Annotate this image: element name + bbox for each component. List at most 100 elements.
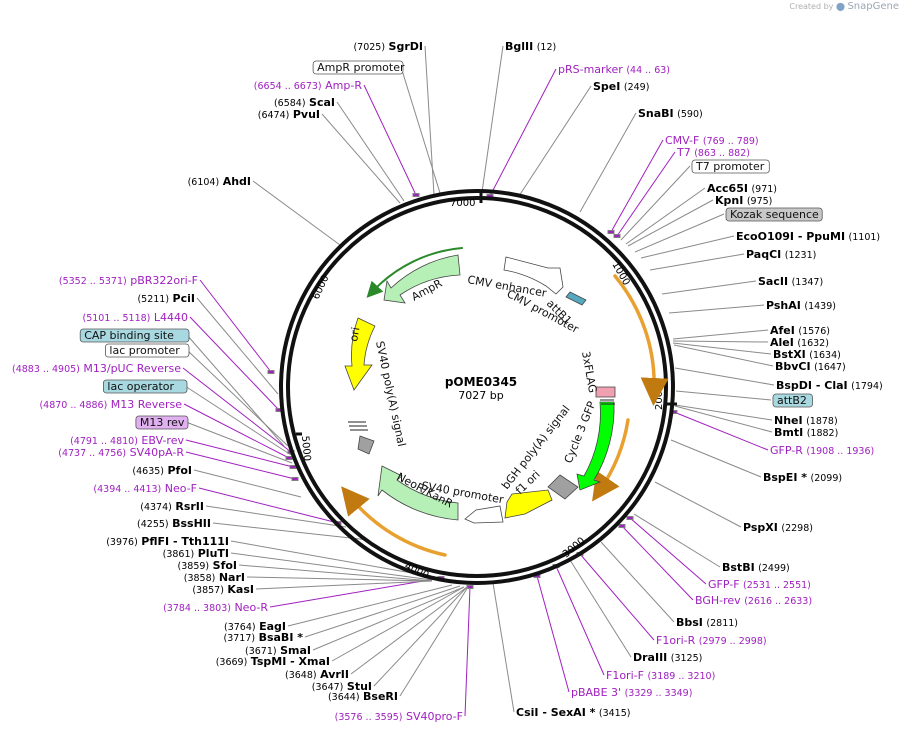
tag-box xyxy=(79,328,190,343)
site-spei: SpeI (249) xyxy=(593,80,649,93)
leader-line xyxy=(536,575,570,693)
feature-label-ori: ori xyxy=(347,326,362,342)
label-name: pBABE 3' xyxy=(571,686,621,699)
label-text: EcoO109I - PpuMI (1101) xyxy=(736,230,880,243)
tag-box xyxy=(725,207,823,222)
site-pspxi: PspXI (2298) xyxy=(743,521,813,534)
leader-line xyxy=(212,522,370,541)
label-text: (3671) SmaI xyxy=(245,644,311,657)
primer-cmv-f: CMV-F (769 .. 789) xyxy=(665,134,759,147)
plasmid-length: 7027 bp xyxy=(458,389,503,402)
primer-gfp-f: GFP-F (2531 .. 2551) xyxy=(708,578,811,591)
leader-line xyxy=(673,411,769,451)
primer-mark xyxy=(613,234,621,238)
leader-line xyxy=(633,513,721,568)
feature-label-sv40-polya: SV40 poly(A) signal xyxy=(373,340,408,448)
feature-ampr-arrow xyxy=(383,254,461,304)
label-text: (7025) SgrDI xyxy=(353,40,423,53)
site-pshai: PshAI (1439) xyxy=(766,299,836,312)
label-name: M13 Reverse xyxy=(111,398,182,411)
label-position: (6474) xyxy=(258,110,290,121)
label-name: PspXI xyxy=(743,521,778,534)
label-position: (1882) xyxy=(807,428,839,439)
site-bspei: BspEI * (2099) xyxy=(763,471,842,484)
feature-tag-lac-operator: lac operator xyxy=(103,379,188,394)
primer-mark xyxy=(626,516,634,520)
leader-line xyxy=(185,439,294,468)
label-position: (3125) xyxy=(671,653,703,664)
site-pvui: (6474) PvuI xyxy=(258,108,320,121)
label-name: AleI xyxy=(770,336,794,349)
tag-box xyxy=(772,393,813,408)
label-name-2: - PpuMI xyxy=(794,230,845,243)
tag-box xyxy=(135,415,189,430)
label-text: (6584) ScaI xyxy=(274,96,335,109)
leader-line xyxy=(193,469,302,498)
snapgene-logo-icon: ⬤ xyxy=(835,2,845,11)
tag-box xyxy=(691,159,770,174)
label-name: NheI xyxy=(774,414,803,427)
label-name-2: - Tth111I xyxy=(169,535,229,548)
feature-cmv-enhancer-arrow xyxy=(503,256,564,295)
orf-arcs xyxy=(341,247,669,557)
label-position: (1908 .. 1936) xyxy=(806,446,874,457)
label-name: KasI xyxy=(227,583,254,596)
label-text: GFP-R (1908 .. 1936) xyxy=(770,444,874,457)
label-position: (6104) xyxy=(188,177,220,188)
label-name: Acc65I xyxy=(707,182,748,195)
leader-line xyxy=(230,552,433,581)
label-text: (5101 .. 5118) L4440 xyxy=(83,311,188,324)
feature-label-3xflag: 3xFLAG xyxy=(579,350,599,394)
label-text: pRS-marker (44 .. 63) xyxy=(558,63,670,76)
label-position: (863 .. 882) xyxy=(694,148,750,159)
leader-line xyxy=(616,151,676,237)
tag-label: T7 promoter xyxy=(695,160,765,173)
leader-line xyxy=(668,304,765,314)
label-name: SpeI xyxy=(593,80,620,93)
label-text: (6654 .. 6673) Amp-R xyxy=(254,79,363,92)
label-name: BGH-rev xyxy=(695,594,741,607)
label-text: (4394 .. 4413) Neo-F xyxy=(93,482,197,495)
orf-arc-3 xyxy=(341,486,447,557)
primer-mark xyxy=(607,230,615,234)
label-name: EagI xyxy=(259,620,286,633)
tag-label: lac operator xyxy=(107,380,174,393)
leader-line xyxy=(246,576,433,582)
label-name: pRS-marker xyxy=(558,63,623,76)
primer-neo-r: (3784 .. 3803) Neo-R xyxy=(163,601,268,614)
label-name: T7 xyxy=(676,146,691,159)
leader-line xyxy=(184,385,292,456)
leader-line xyxy=(331,586,465,662)
label-name: PaqCI xyxy=(746,248,781,261)
leader-line xyxy=(230,540,424,576)
label-name: AhdI xyxy=(223,175,251,188)
label-text: KpnI (975) xyxy=(715,194,772,207)
label-position: (4635) xyxy=(132,466,164,477)
label-position: (3669) xyxy=(216,657,248,668)
plasmid-title-group: pOME0345 7027 bp xyxy=(445,375,517,402)
label-text: F1ori-F (3189 .. 3210) xyxy=(606,669,715,682)
label-text: (4883 .. 4905) M13/pUC Reverse xyxy=(12,362,181,375)
label-text: (3648) AvrII xyxy=(285,668,349,681)
site-afei: AfeI (1576) xyxy=(770,324,830,337)
label-position: (4374) xyxy=(140,502,172,513)
label-name: Neo-F xyxy=(165,482,197,495)
label-name: Amp-R xyxy=(325,79,362,92)
label-position: (3784 .. 3803) xyxy=(163,603,231,614)
label-position: (1794) xyxy=(851,381,883,392)
label-name: PshAI xyxy=(766,299,801,312)
site-csii: CsiI - SexAI * (3415) xyxy=(516,706,630,719)
label-text: (4870 .. 4886) M13 Reverse xyxy=(39,398,182,411)
leader-line xyxy=(336,101,405,202)
leader-line xyxy=(464,586,471,717)
site-bbvci: BbvCI (1647) xyxy=(775,360,846,373)
label-text: PspXI (2298) xyxy=(743,521,813,534)
label-text: (3784 .. 3803) Neo-R xyxy=(163,601,268,614)
primer-mark xyxy=(267,370,275,374)
site-ahdi: (6104) AhdI xyxy=(188,175,251,188)
label-position: (2616 .. 2633) xyxy=(744,596,812,607)
orf-arc-1 xyxy=(613,274,669,406)
label-name: AvrII xyxy=(320,668,349,681)
site-alei: AleI (1632) xyxy=(770,336,829,349)
